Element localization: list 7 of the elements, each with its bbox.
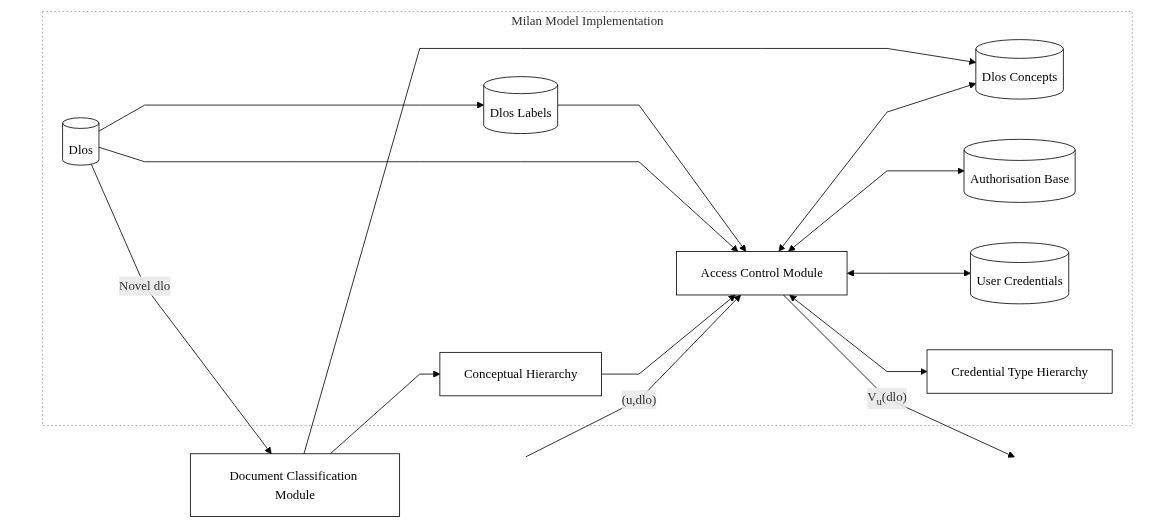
node-box: Access Control Module: [676, 251, 848, 296]
edge-label: (u,dlo): [621, 392, 657, 407]
node-box: Conceptual Hierarchy: [439, 351, 602, 397]
edge-label: Novel dlo: [119, 278, 171, 293]
node-box: Credential Type Hierarchy: [926, 349, 1113, 394]
edge-label: V$_{u}$(dlo): [867, 390, 907, 408]
node-box: Document Classification Module: [190, 453, 401, 517]
